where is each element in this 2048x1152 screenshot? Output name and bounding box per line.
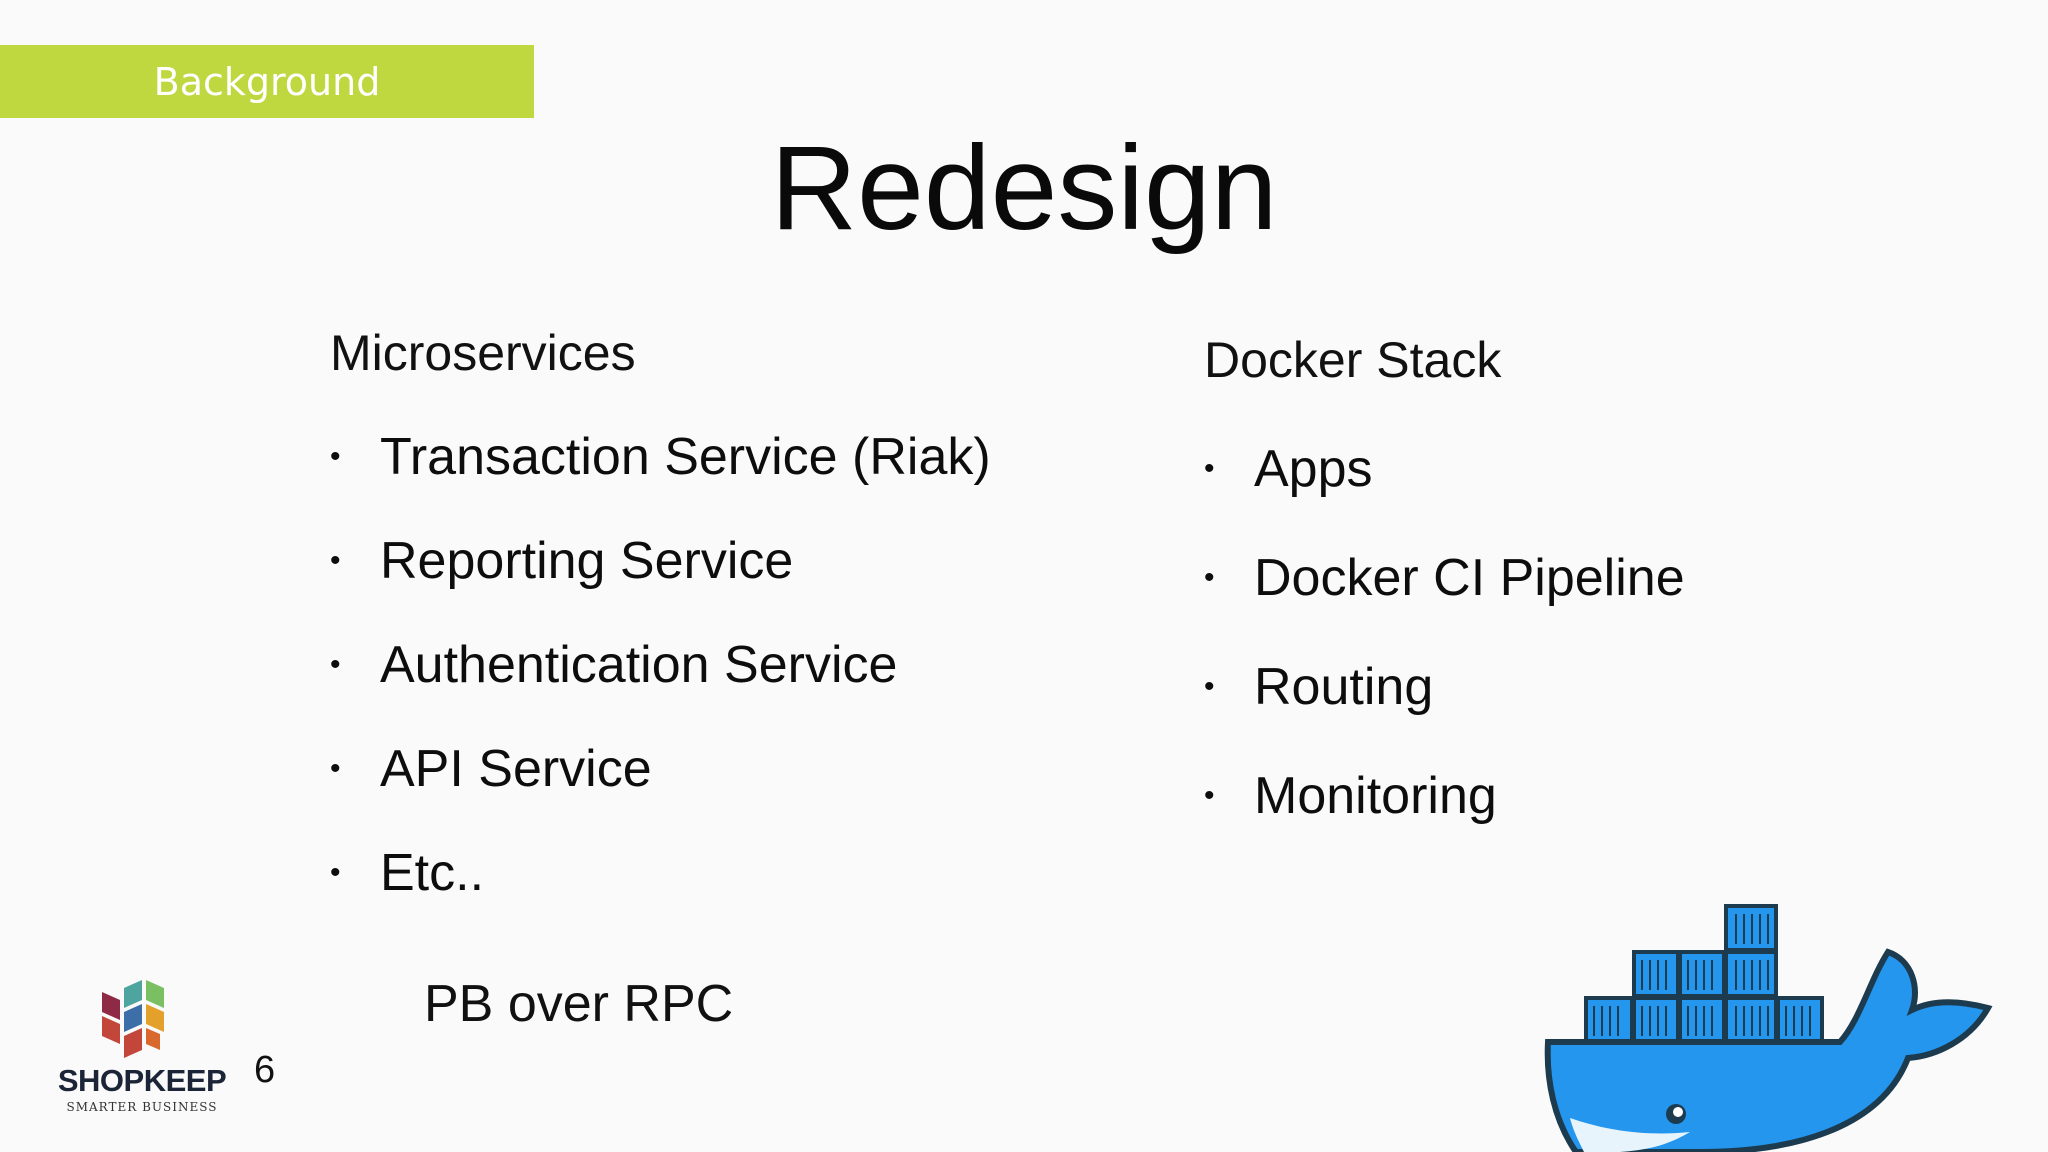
section-tab-label: Background (153, 59, 381, 104)
docker-stack-heading: Docker Stack (1204, 332, 1502, 388)
shopkeep-mark-icon (102, 980, 164, 1058)
list-item: • Authentication Service (330, 633, 991, 697)
bullet-icon: • (1204, 779, 1215, 812)
bullet-icon: • (330, 440, 341, 473)
docker-whale-icon (1544, 904, 1993, 1152)
list-item-label: Apps (1254, 440, 1373, 498)
microservices-heading: Microservices (330, 325, 636, 381)
logo-tagline: SMARTER BUSINESS (66, 1100, 218, 1114)
page-number: 6 (254, 1049, 276, 1091)
list-item: • API Service (330, 737, 991, 801)
list-item-label: Routing (1254, 658, 1434, 716)
list-item: • Reporting Service (330, 529, 991, 593)
bullet-icon: • (330, 648, 341, 681)
bullet-icon: • (330, 752, 341, 785)
list-item-label: Reporting Service (380, 532, 794, 590)
list-item-label: API Service (380, 740, 652, 798)
list-item: • Routing (1204, 655, 1685, 719)
shopkeep-logo: SHOPKEEP SMARTER BUSINESS (44, 980, 240, 1116)
docker-stack-list: • Apps • Docker CI Pipeline • Routing • Moni… (1204, 437, 1685, 873)
microservices-list: • Transaction Service (Riak) • Reporting S… (330, 425, 991, 945)
list-item-label: Transaction Service (Riak) (380, 428, 991, 486)
section-tab: Background (0, 45, 534, 118)
logo-wordmark: SHOPKEEP (57, 1063, 227, 1098)
bullet-icon: • (1204, 561, 1215, 594)
list-item-label: Docker CI Pipeline (1254, 549, 1685, 607)
list-item: • Transaction Service (Riak) (330, 425, 991, 489)
list-item-label: Etc.. (380, 844, 485, 902)
list-item: • Monitoring (1204, 764, 1685, 828)
bullet-icon: • (1204, 670, 1215, 703)
bullet-icon: • (330, 856, 341, 889)
bullet-icon: • (1204, 452, 1215, 485)
slide-title: Redesign (770, 121, 1278, 255)
list-item: • Docker CI Pipeline (1204, 546, 1685, 610)
list-item: • Etc.. (330, 841, 991, 905)
list-item-label: Monitoring (1254, 767, 1497, 825)
footnote: PB over RPC (424, 975, 734, 1033)
list-item: • Apps (1204, 437, 1685, 501)
bullet-icon: • (330, 544, 341, 577)
list-item-label: Authentication Service (380, 636, 898, 694)
